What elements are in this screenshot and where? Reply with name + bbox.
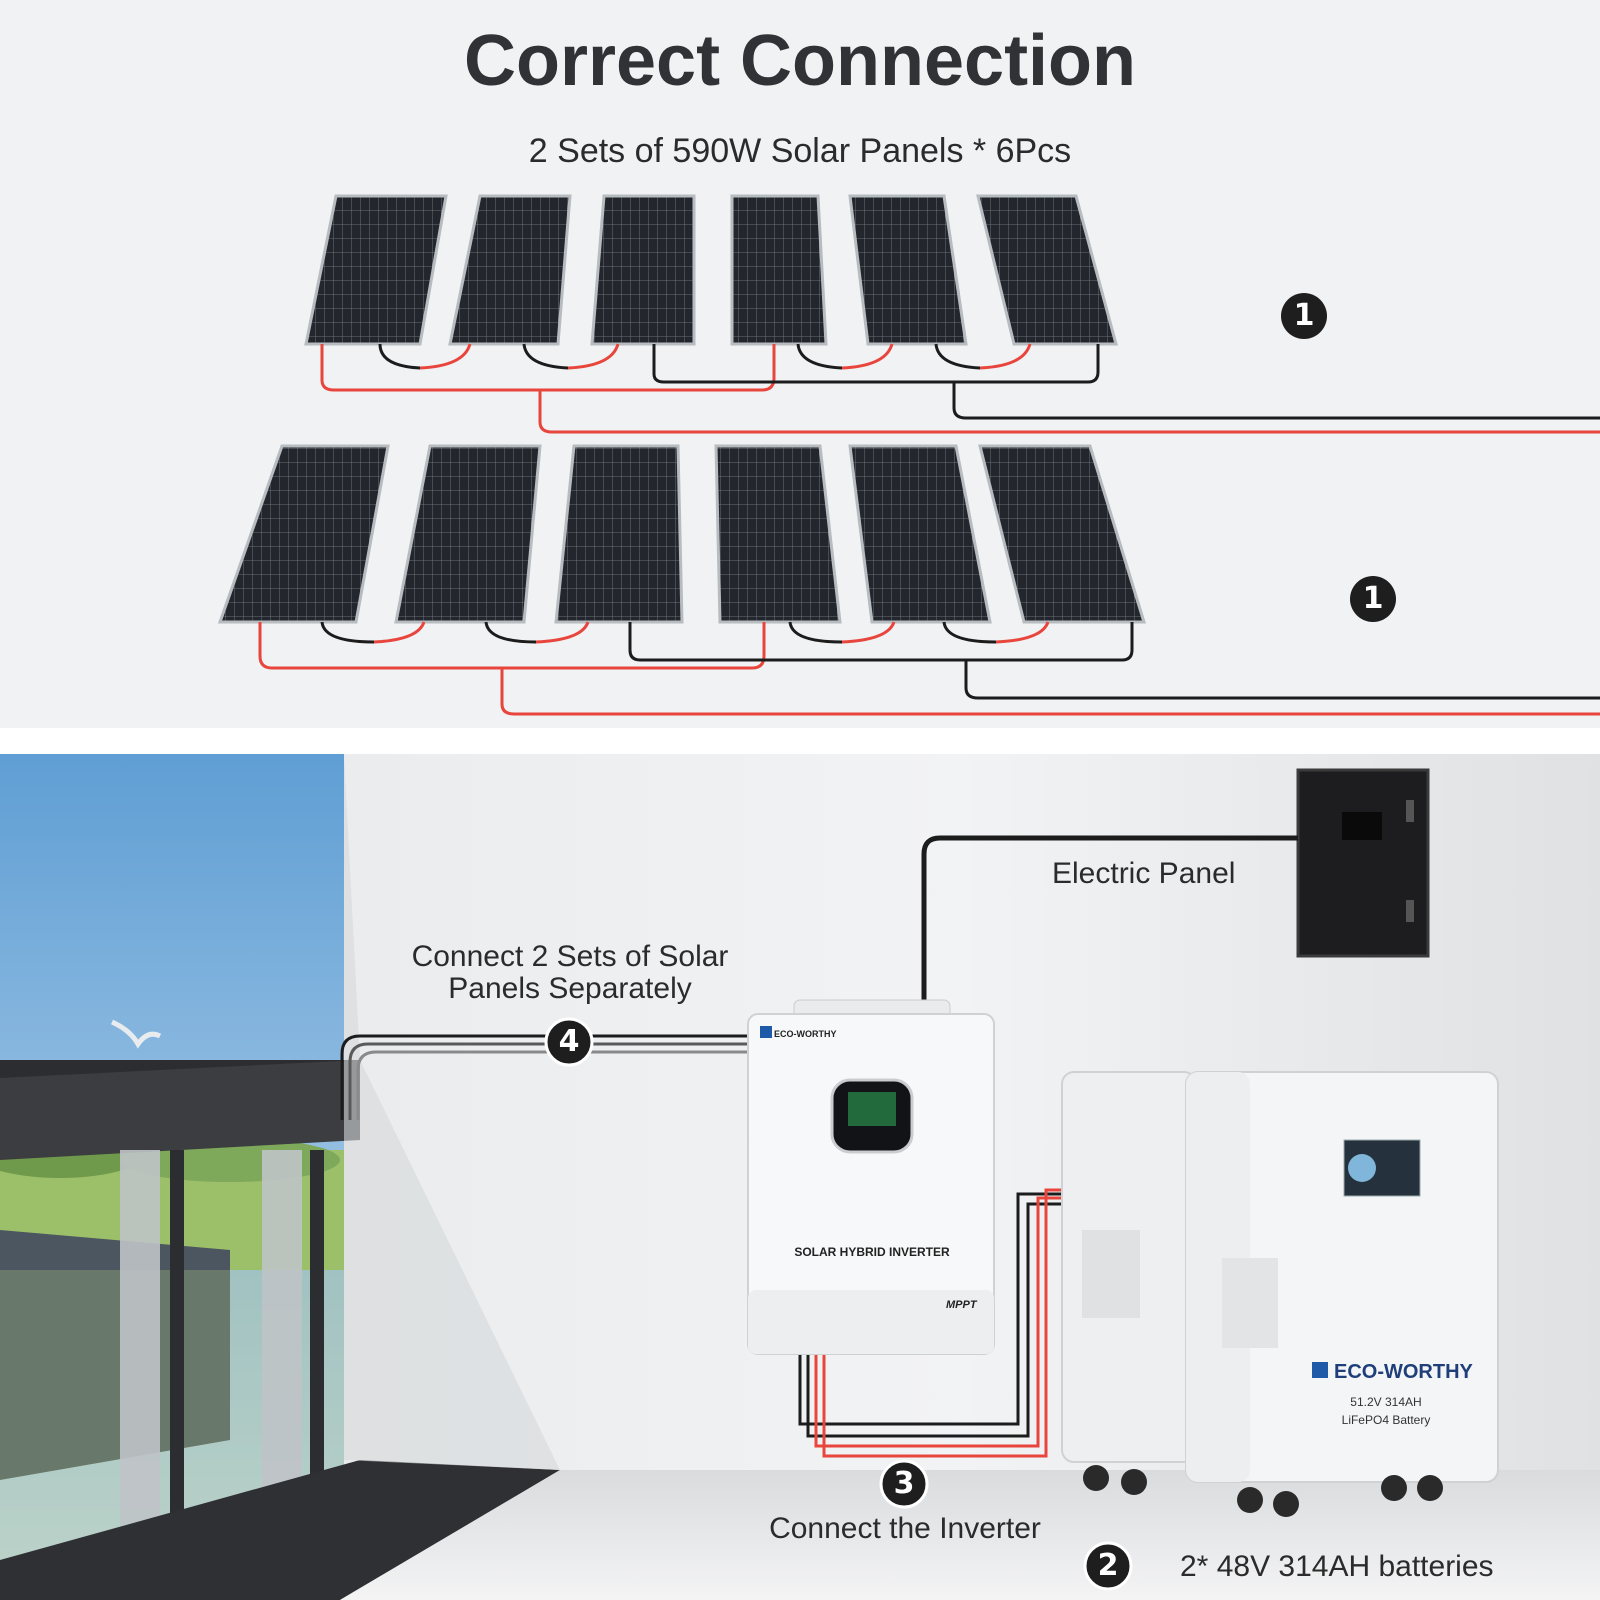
bird	[110, 1019, 162, 1049]
battery-front: ECO-WORTHY 51.2V 314AH LiFePO4 Battery	[1185, 1071, 1499, 1517]
battery-brand: ECO-WORTHY	[1334, 1361, 1474, 1383]
badge-2-label: 2	[1097, 1548, 1119, 1583]
solar-panel	[590, 194, 696, 346]
hybrid-inverter: ECO-WORTHY SOLAR HYBRID INVERTER MPPT	[747, 999, 995, 1355]
electric-panel-label: Electric Panel	[1052, 857, 1236, 890]
solar-panel	[554, 444, 684, 624]
solar-panel	[730, 194, 828, 346]
solar-panel-row-2	[217, 444, 1147, 624]
row-1-wiring	[320, 343, 1600, 434]
solar-panel	[394, 444, 542, 624]
solar-panel	[217, 444, 390, 624]
solar-panel	[304, 194, 448, 346]
solar-panel	[976, 194, 1118, 346]
badge-3-label: 3	[893, 1466, 915, 1501]
railing-base	[0, 1460, 560, 1600]
connect-solar-label-line-1: Connect 2 Sets of Solar	[411, 940, 729, 973]
badge-1-row-1-label: 1	[1293, 298, 1315, 333]
page-subtitle: 2 Sets of 590W Solar Panels * 6Pcs	[528, 132, 1072, 170]
inverter-name: SOLAR HYBRID INVERTER	[794, 1245, 950, 1259]
pillar	[120, 1150, 160, 1550]
solar-panel	[714, 444, 842, 624]
solar-panel	[448, 194, 572, 346]
badge-1-row-2	[1350, 576, 1396, 622]
electric-panel-box	[1296, 768, 1430, 958]
inverter-mppt: MPPT	[946, 1299, 978, 1311]
row-2-wiring	[258, 621, 1600, 716]
badge-3	[879, 1459, 929, 1509]
battery-spec-1: 51.2V 314AH	[1350, 1395, 1421, 1409]
solar-panel	[978, 444, 1147, 624]
solar-panel	[848, 444, 992, 624]
section-divider	[0, 728, 1600, 754]
solar-panel-row-1	[304, 194, 1118, 346]
badge-4	[544, 1017, 594, 1067]
battery-rear	[1061, 1071, 1197, 1495]
badge-4-label: 4	[558, 1024, 580, 1059]
solar-panel	[848, 194, 968, 346]
badge-1-row-1	[1281, 293, 1327, 339]
inverter-brand: ECO-WORTHY	[774, 1029, 837, 1039]
connect-inverter-label: Connect the Inverter	[769, 1512, 1041, 1545]
battery-spec-2: LiFePO4 Battery	[1342, 1413, 1431, 1427]
badge-1-row-2-label: 1	[1362, 581, 1384, 616]
badge-2	[1083, 1541, 1133, 1591]
page-title: Correct Connection	[463, 21, 1137, 101]
connect-solar-label-line-2: Panels Separately	[448, 972, 692, 1005]
batteries-label: 2* 48V 314AH batteries	[1180, 1550, 1494, 1583]
